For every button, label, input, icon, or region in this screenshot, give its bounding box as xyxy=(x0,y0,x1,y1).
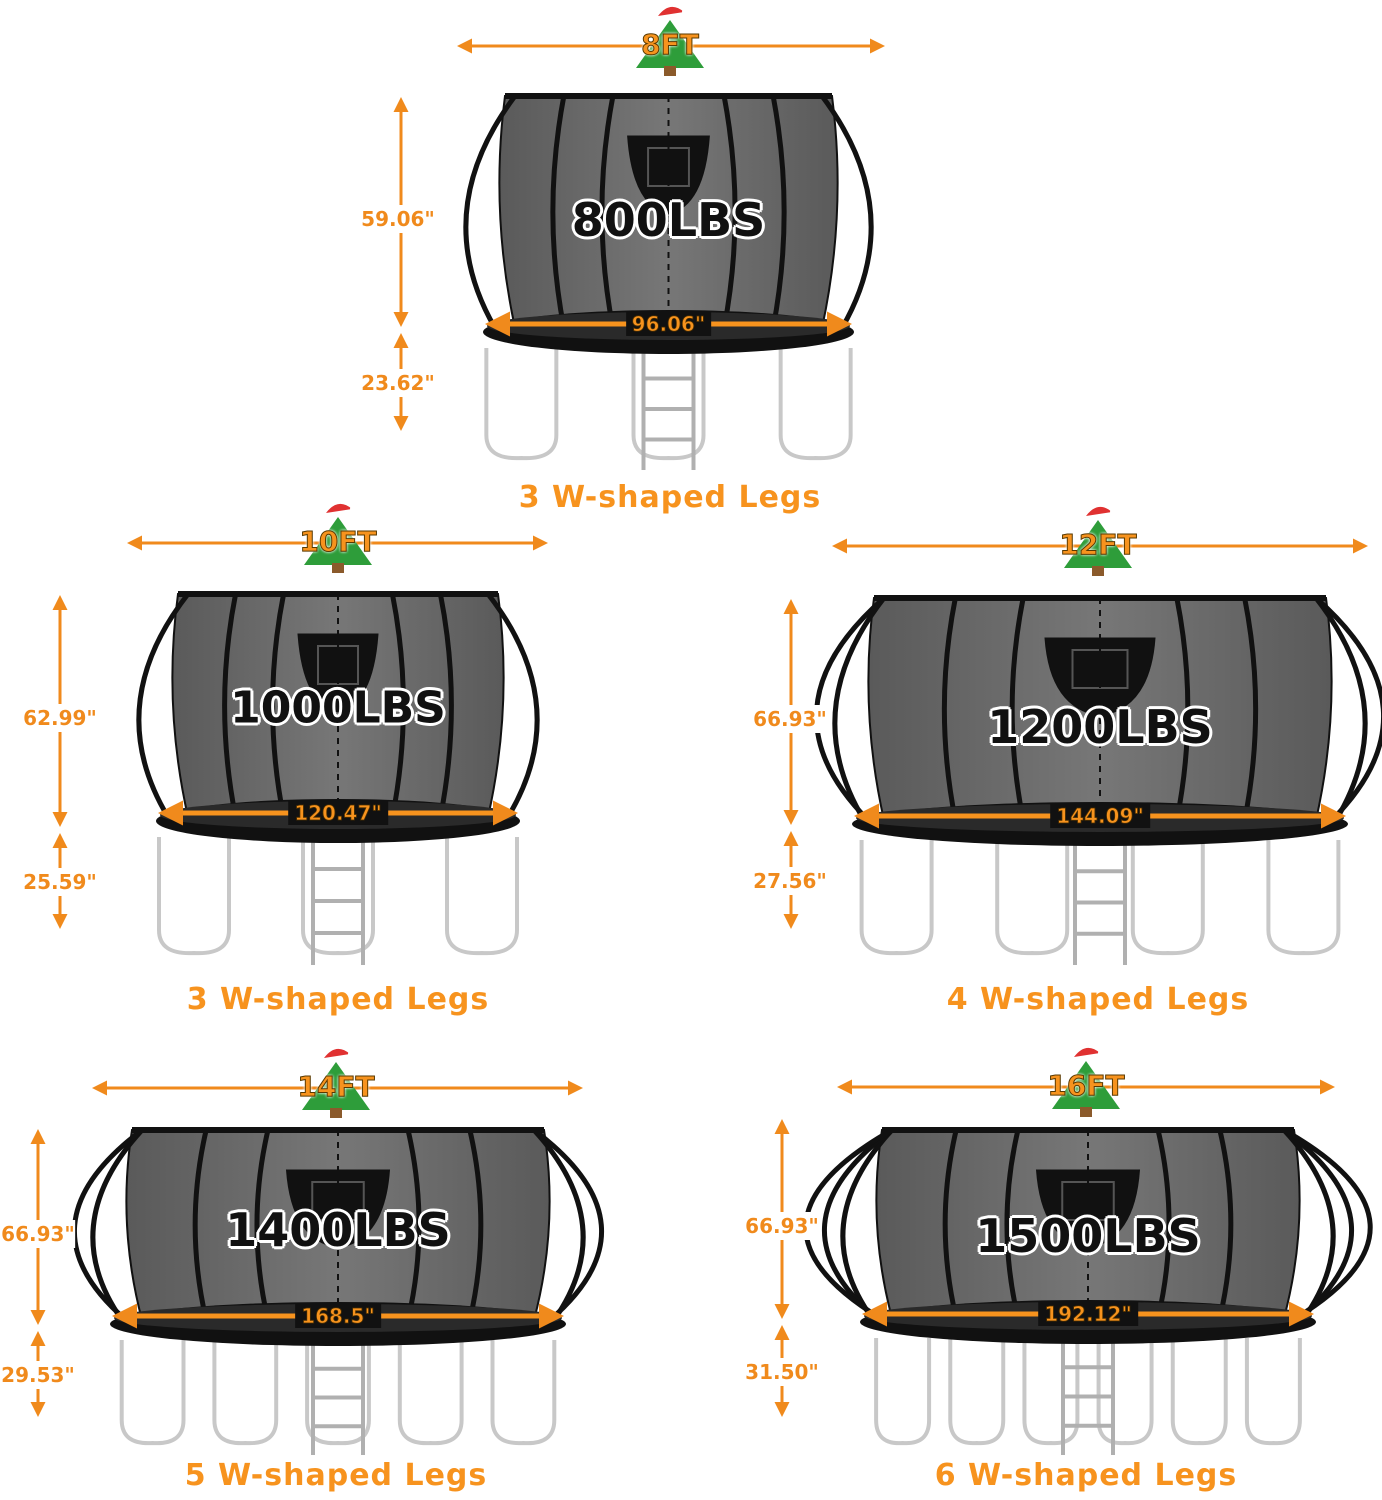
diameter-value: 144.09" xyxy=(1050,804,1150,828)
load-capacity: 1000LBS xyxy=(230,682,446,734)
ladder xyxy=(1061,1338,1115,1455)
w-shaped-leg xyxy=(301,837,375,956)
w-shaped-leg xyxy=(1130,840,1205,956)
enclosure-poles xyxy=(71,1128,605,1322)
leg-height-value: 29.53" xyxy=(1,1361,75,1389)
legs xyxy=(157,837,519,956)
ladder xyxy=(1073,840,1127,965)
w-shaped-leg xyxy=(1266,840,1341,956)
legs-description: 3 W-shaped Legs xyxy=(518,480,822,515)
legs-description: 6 W-shaped Legs xyxy=(934,1458,1238,1493)
enclosure-poles xyxy=(463,94,874,330)
w-shaped-leg xyxy=(995,840,1070,956)
leg-height-value: 25.59" xyxy=(23,868,97,896)
diameter-value: 192.12" xyxy=(1038,1302,1138,1326)
christmas-tree-icon xyxy=(302,1048,370,1118)
christmas-tree-icon xyxy=(1052,1047,1120,1117)
size-label: 16FT xyxy=(1047,1069,1125,1103)
load-capacity: 1500LBS xyxy=(975,1209,1201,1263)
net-height-value: 66.93" xyxy=(753,705,827,733)
net-height-value: 66.93" xyxy=(1,1220,75,1248)
diameter-value: 168.5" xyxy=(295,1304,381,1328)
trampoline-14ft xyxy=(30,1048,605,1455)
diameter-value: 120.47" xyxy=(288,801,388,825)
w-shaped-leg xyxy=(1096,1338,1154,1446)
size-label: 12FT xyxy=(1059,528,1137,562)
net-height-value: 59.06" xyxy=(361,205,435,233)
w-shaped-leg xyxy=(1170,1338,1228,1446)
w-shaped-leg xyxy=(119,1340,186,1446)
christmas-tree-icon xyxy=(636,6,704,76)
enclosure-poles xyxy=(803,1127,1373,1321)
legs xyxy=(859,840,1341,956)
christmas-tree-icon xyxy=(304,503,372,573)
load-capacity: 1400LBS xyxy=(225,1203,451,1257)
legs-description: 5 W-shaped Legs xyxy=(184,1458,488,1493)
legs xyxy=(874,1338,1302,1446)
legs xyxy=(484,348,853,461)
legs-description: 4 W-shaped Legs xyxy=(946,982,1250,1017)
w-shaped-leg xyxy=(778,348,853,461)
w-shaped-leg xyxy=(157,837,231,956)
leg-height-value: 27.56" xyxy=(753,867,827,895)
trampoline-10ft xyxy=(52,503,548,965)
net-height-value: 66.93" xyxy=(745,1212,819,1240)
legs-description: 3 W-shaped Legs xyxy=(186,982,490,1017)
net-height-value: 62.99" xyxy=(23,704,97,732)
ladder xyxy=(311,1340,365,1455)
w-shaped-leg xyxy=(490,1340,557,1446)
w-shaped-leg xyxy=(859,840,934,956)
christmas-tree-icon xyxy=(1064,506,1132,576)
w-shaped-leg xyxy=(484,348,559,461)
size-label: 10FT xyxy=(299,525,377,559)
w-shaped-leg xyxy=(445,837,519,956)
ladder xyxy=(311,837,365,965)
trampoline-8ft xyxy=(393,6,885,470)
w-shaped-leg xyxy=(1244,1338,1302,1446)
size-label: 14FT xyxy=(297,1070,375,1104)
ladder xyxy=(641,348,696,470)
w-shaped-leg xyxy=(212,1340,279,1446)
w-shaped-leg xyxy=(874,1338,932,1446)
enclosure-poles xyxy=(136,592,540,819)
leg-height-value: 23.62" xyxy=(361,369,435,397)
leg-height-value: 31.50" xyxy=(745,1358,819,1386)
w-shaped-leg xyxy=(397,1340,464,1446)
w-shaped-leg xyxy=(1022,1338,1080,1446)
size-label: 8FT xyxy=(641,28,700,62)
load-capacity: 1200LBS xyxy=(987,700,1213,754)
legs xyxy=(119,1340,557,1446)
w-shaped-leg xyxy=(631,348,706,461)
w-shaped-leg xyxy=(305,1340,371,1446)
diameter-value: 96.06" xyxy=(625,312,712,336)
load-capacity: 800LBS xyxy=(571,193,766,247)
w-shaped-leg xyxy=(948,1338,1006,1446)
